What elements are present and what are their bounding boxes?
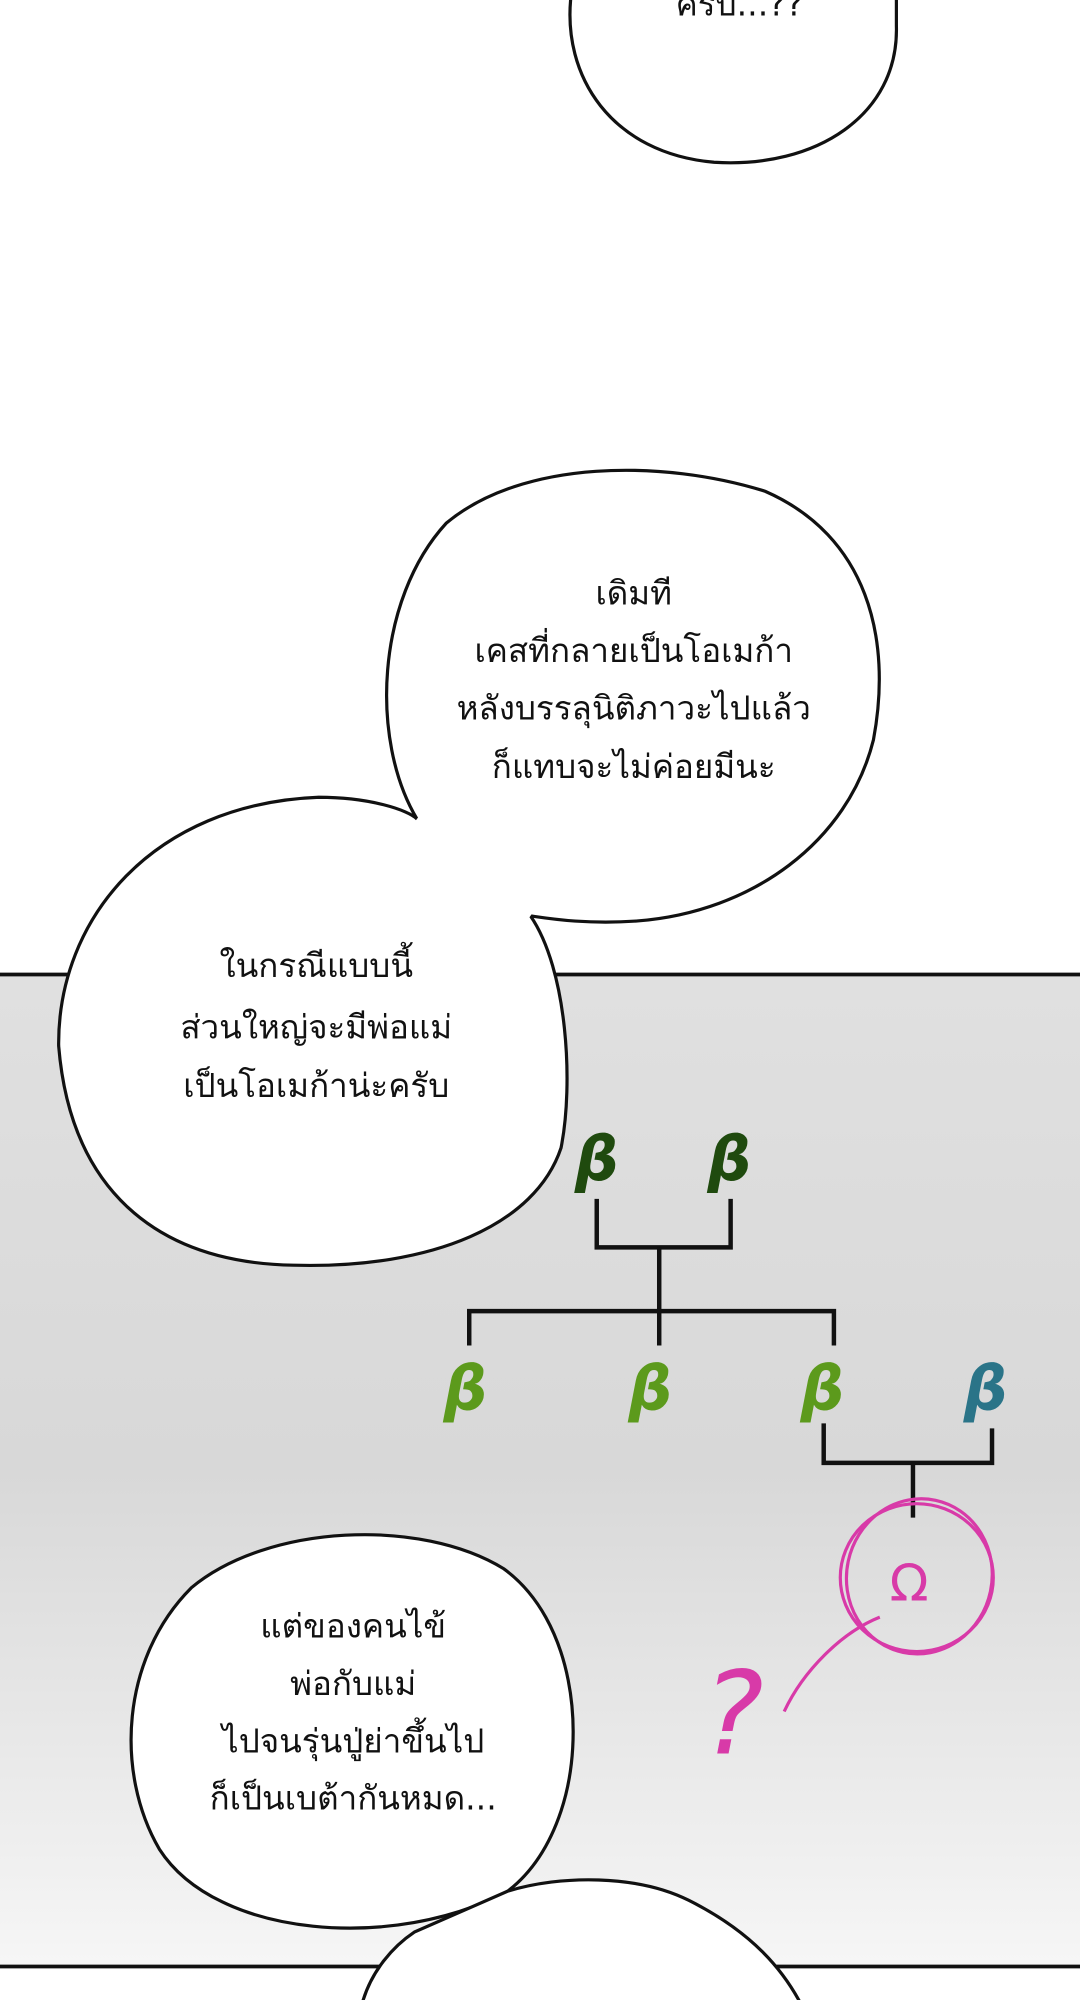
bubble-top-line: ครับ...?? <box>676 0 804 24</box>
bubble-fourth-text: แต่ของคนไข้ พ่อกับแม่ ไปจนรุ่นปู่ย่าขึ้น… <box>210 1607 497 1818</box>
beta-grandparent-right: β <box>706 1124 751 1195</box>
omega-circle <box>782 1497 995 1713</box>
speech-bubble-second <box>385 468 881 924</box>
beta-child-2: β <box>627 1353 672 1424</box>
bubble-fourth-line: ก็เป็นเบต้ากันหมด... <box>210 1779 497 1818</box>
family-tree-diagram <box>467 1198 995 1518</box>
beta-other-parent: β <box>963 1353 1008 1424</box>
beta-parent: β <box>800 1353 845 1424</box>
beta-grandparent-left: β <box>574 1124 619 1195</box>
bubble-second-line: เดิมที <box>595 574 672 613</box>
bubble-third-line: ส่วนใหญ่จะมีพ่อแม่ <box>180 1007 452 1046</box>
question-mark: ? <box>703 1648 764 1782</box>
bubble-second-line: หลังบรรลุนิติภาวะไปแล้ว <box>457 688 811 728</box>
bubble-third-line: ในกรณีแบบนี้ <box>219 941 413 985</box>
omega-symbol: Ω <box>890 1555 929 1614</box>
speech-bubble-bottom <box>361 1878 801 2000</box>
bubble-third-line: เป็นโอเมก้าน่ะครับ <box>183 1066 449 1105</box>
bubble-second-text: เดิมที เคสที่กลายเป็นโอเมก้า หลังบรรลุนิ… <box>457 574 811 786</box>
bubble-second-line: เคสที่กลายเป็นโอเมก้า <box>474 628 793 670</box>
speech-bubble-top <box>568 0 898 165</box>
bubble-fourth-line: ไปจนรุ่นปู่ย่าขึ้นไป <box>219 1716 484 1761</box>
bubble-third-text: ในกรณีแบบนี้ ส่วนใหญ่จะมีพ่อแม่ เป็นโอเม… <box>180 941 452 1105</box>
beta-child-1: β <box>443 1353 488 1424</box>
bubble-second-line: ก็แทบจะไม่ค่อยมีนะ <box>492 747 776 786</box>
speech-bubble-fourth <box>129 1533 575 1930</box>
bubble-fourth-line: แต่ของคนไข้ <box>260 1607 446 1646</box>
bubble-fourth-line: พ่อกับแม่ <box>290 1664 416 1703</box>
speech-bubble-third <box>57 795 569 1268</box>
